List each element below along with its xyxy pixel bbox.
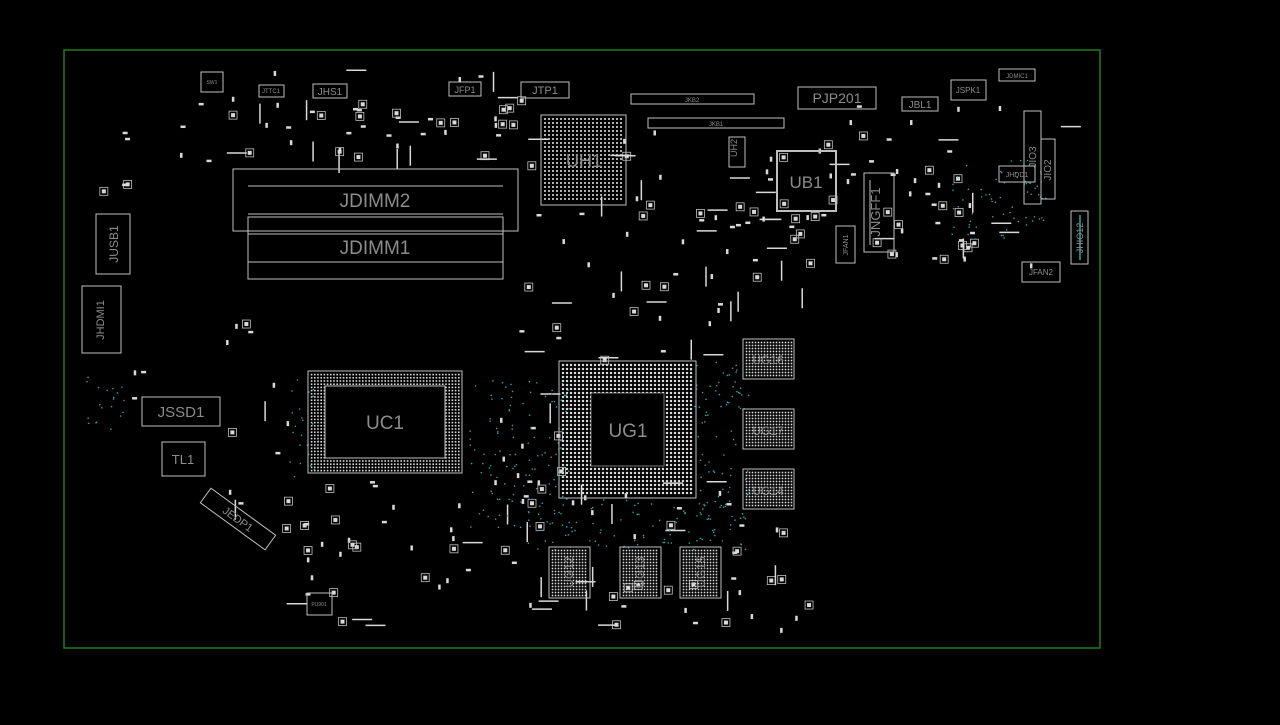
component-label-jdimm1: JDIMM1	[340, 238, 411, 259]
component-label-ug14: UG14	[752, 484, 784, 498]
ug17-ball-grid	[745, 411, 793, 447]
small-parts-layer	[99, 69, 1081, 633]
ug16-ball-grid	[745, 341, 793, 377]
component-jdmic1[interactable]: JDMIC1	[998, 68, 1036, 82]
component-tl1[interactable]: TL1	[161, 441, 206, 477]
component-ug12[interactable]: UG12	[548, 546, 591, 599]
component-jspk1[interactable]: JSPK1	[950, 79, 987, 101]
component-label-uh1: UH1	[566, 151, 602, 171]
component-jhdmi1[interactable]: JHDMI1	[81, 285, 122, 354]
component-label-jkb1: JKB1	[709, 122, 724, 128]
board-outline	[63, 49, 1101, 649]
via-layer	[86, 159, 1047, 551]
component-label-jbl1: JBL1	[909, 100, 932, 111]
component-label-uc1: UC1	[366, 413, 404, 434]
component-label-ug15: UG15	[694, 556, 708, 588]
component-label-jio3: JIO3	[1028, 146, 1039, 168]
component-label-jio2: JIO2	[1043, 159, 1054, 181]
component-label-jusb1: JUSB1	[107, 225, 121, 263]
component-sw1[interactable]: SW1	[200, 71, 224, 93]
component-label-jhs1: JHS1	[318, 87, 343, 98]
component-jfan1[interactable]: JFAN1	[835, 225, 856, 264]
component-label-sw1: SW1	[207, 80, 218, 86]
component-ub1[interactable]: UB1	[776, 150, 837, 212]
component-ug16[interactable]: UG16	[742, 338, 795, 380]
component-label-jttc1: JTTC1	[262, 89, 281, 95]
component-label-jhdd1: JHDD1	[1006, 172, 1029, 179]
component-label-jhio12: JHIO12	[1075, 223, 1085, 254]
component-label-jfan1: JFAN1	[843, 234, 850, 255]
component-label-uh2: UH2	[729, 139, 739, 157]
component-label-ug17: UG17	[752, 424, 784, 438]
component-label-jdimm2: JDIMM2	[340, 191, 411, 212]
component-jkb2[interactable]: JKB2	[630, 93, 755, 105]
component-label-tl1: TL1	[172, 452, 194, 467]
component-jedp1[interactable]: JEDP1	[199, 487, 277, 551]
component-label-jfan2: JFAN2	[1029, 268, 1054, 277]
component-pjp201[interactable]: PJP201	[797, 86, 877, 110]
component-jhio12[interactable]: JHIO12	[1070, 210, 1089, 265]
component-jio3[interactable]: JIO3	[1023, 110, 1042, 205]
uh1-ball-grid	[544, 118, 622, 200]
component-label-ug1: UG1	[608, 421, 647, 442]
component-label-ug13: UG13	[633, 556, 647, 588]
component-jdimm1[interactable]: JDIMM1	[247, 216, 504, 280]
component-ug13[interactable]: UG13	[619, 546, 662, 599]
component-label-jkb2: JKB2	[685, 98, 700, 104]
component-label-jssd1: JSSD1	[158, 404, 205, 421]
component-jbl1[interactable]: JBL1	[901, 96, 939, 112]
component-pu901[interactable]: PU901	[306, 592, 333, 616]
component-label-pu901: PU901	[311, 602, 327, 608]
component-ug14[interactable]: UG14	[742, 468, 795, 510]
component-jssd1[interactable]: JSSD1	[141, 396, 221, 427]
component-label-jhdmi1: JHDMI1	[95, 300, 107, 340]
ug12-ball-grid	[551, 549, 587, 597]
component-uh1[interactable]: UH1	[540, 114, 627, 206]
component-jtp1[interactable]: JTP1	[520, 81, 570, 99]
component-label-ug16: UG16	[752, 353, 784, 367]
component-uh2[interactable]: UH2	[728, 136, 746, 168]
component-label-jtp1: JTP1	[532, 85, 558, 97]
component-jttc1[interactable]: JTTC1	[258, 84, 285, 98]
component-uc1[interactable]: UC1	[307, 370, 463, 474]
ug13-ball-grid	[622, 549, 658, 597]
component-label-jspk1: JSPK1	[956, 86, 981, 95]
component-label-jdmic1: JDMIC1	[1006, 74, 1028, 80]
component-jfp1[interactable]: JFP1	[448, 81, 482, 97]
ug14-ball-grid	[745, 471, 793, 507]
component-label-ub1: UB1	[789, 173, 822, 192]
component-jio2[interactable]: JIO2	[1040, 138, 1056, 200]
component-label-pjp201: PJP201	[812, 90, 861, 106]
ug15-ball-grid	[682, 549, 718, 597]
component-label-jfp1: JFP1	[454, 85, 475, 95]
component-label-jngff1: JNGFF1	[868, 187, 883, 236]
component-ug1[interactable]: UG1	[558, 360, 697, 499]
component-jusb1[interactable]: JUSB1	[95, 213, 131, 275]
component-ug15[interactable]: UG15	[679, 546, 722, 599]
component-jfan2[interactable]: JFAN2	[1021, 261, 1061, 283]
component-jkb1[interactable]: JKB1	[647, 117, 785, 129]
component-jngff1[interactable]: JNGFF1	[863, 172, 895, 253]
component-jhdd1[interactable]: JHDD1	[998, 165, 1036, 183]
uc1-ball-grid	[310, 373, 460, 472]
component-label-ug12: UG12	[562, 556, 576, 588]
component-ug17[interactable]: UG17	[742, 408, 795, 450]
component-jdimm2[interactable]: JDIMM2	[232, 168, 519, 232]
component-jhs1[interactable]: JHS1	[312, 83, 348, 99]
